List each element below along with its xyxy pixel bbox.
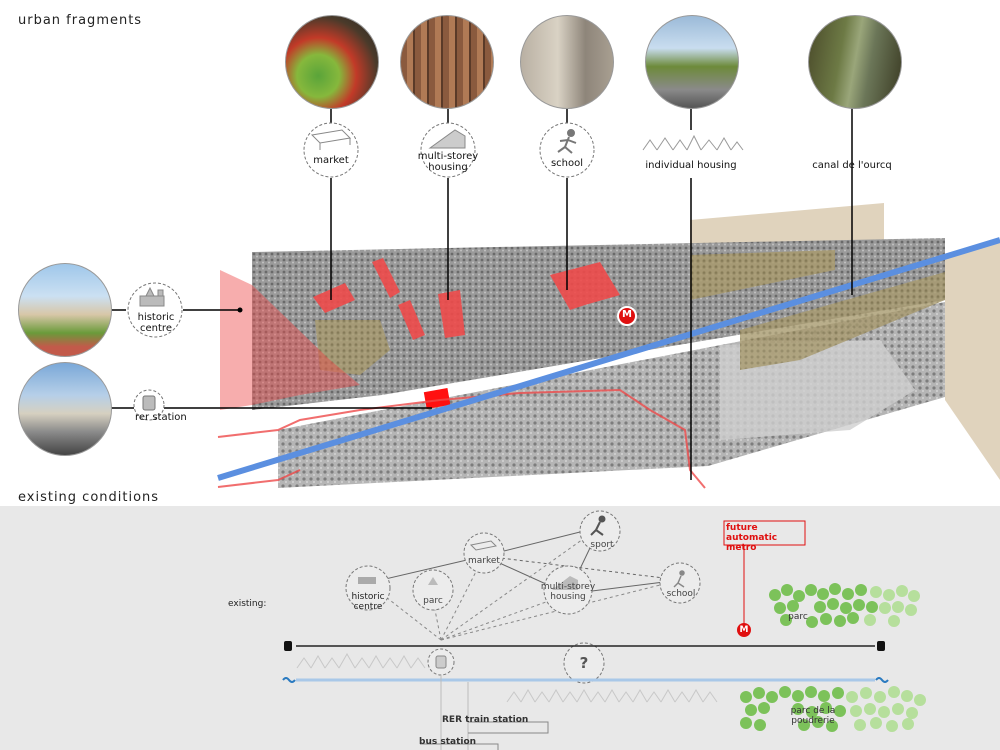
- future-metro-label: future automatic metro: [726, 523, 778, 553]
- fragment-label-market: market: [313, 155, 349, 166]
- parc-poudrerie-label: parc de la poudrerie: [790, 706, 836, 726]
- fragment-label-school: school: [550, 158, 584, 169]
- market-stall-icon: [310, 129, 352, 150]
- node-sport-icon: [590, 515, 606, 536]
- metro-marker-schematic: [737, 623, 751, 637]
- individual-housing-photo: [645, 15, 739, 109]
- existing-label: existing:: [228, 599, 267, 609]
- node-school: [659, 562, 701, 604]
- node-church-icon: [358, 577, 376, 584]
- market-photo: [285, 15, 379, 109]
- study-boundary: [217, 388, 706, 489]
- market-building: [313, 283, 355, 313]
- rail-train-icon-left: [284, 641, 292, 651]
- school-runner-icon: [557, 129, 577, 154]
- canal-photo: [808, 15, 902, 109]
- node-label-school: school: [666, 589, 696, 599]
- canal-line: [217, 237, 1000, 481]
- historic-centre-zone: [220, 270, 360, 410]
- node-label-historic-centre: historic centre: [351, 592, 385, 612]
- metro-marker-schematic-label: M: [739, 625, 749, 635]
- housing-block-icon: [428, 129, 466, 149]
- multi-storey-housing-photo: [400, 15, 494, 109]
- node-housing-icon: [552, 576, 578, 590]
- node-unknown: [563, 642, 605, 684]
- church-icon: [139, 286, 165, 307]
- node-sport: [579, 510, 621, 552]
- fragment-label-historic-centre: historic centre: [137, 312, 175, 334]
- beige-plane-right: [945, 240, 1000, 480]
- market-icon-circle: [303, 122, 359, 178]
- fragment-label-individual-housing: individual housing: [645, 160, 737, 171]
- rer-station-block: [423, 388, 451, 409]
- historic-centre-photo: [18, 263, 112, 357]
- school-photo: [520, 15, 614, 109]
- train-icon: [142, 395, 156, 411]
- green-area-canal: [740, 272, 945, 370]
- section-title-urban-fragments: urban fragments: [18, 13, 143, 28]
- node-tree-icon: [428, 577, 438, 585]
- schematic-houses: [296, 652, 718, 703]
- rer-station-photo: [18, 362, 112, 456]
- node-label-parc: parc: [423, 596, 443, 606]
- fragment-label-rer-station: rer station: [135, 412, 187, 423]
- water-icon-right: [875, 677, 889, 683]
- rer-train-station-box: [468, 721, 549, 734]
- bus-station-box: [420, 743, 499, 750]
- fragment-label-multi-storey-housing: multi-storey housing: [417, 151, 479, 173]
- future-metro-box: [723, 520, 806, 546]
- housing-block-2: [398, 300, 425, 340]
- green-area-top: [690, 250, 835, 300]
- node-train-icon: [435, 655, 447, 669]
- node-stall-icon: [469, 540, 498, 551]
- node-label-sport: sport: [590, 540, 614, 550]
- metro-marker-map: [617, 306, 637, 326]
- node-market: [463, 532, 505, 574]
- node-label-unknown: ?: [579, 654, 589, 672]
- parc-label: parc: [788, 612, 808, 622]
- bus-station-label: bus station: [419, 737, 477, 747]
- node-school-icon: [673, 570, 685, 588]
- green-area-park: [315, 320, 390, 375]
- rail-train-icon-right: [877, 641, 885, 651]
- section-title-existing-conditions: existing conditions: [18, 490, 160, 505]
- water-icon-left: [282, 677, 296, 683]
- fragment-label-canal: canal de l'ourcq: [812, 160, 892, 171]
- node-label-multi-storey-housing: multi-storey housing: [540, 582, 596, 602]
- parc-trees-bottom: [740, 686, 926, 732]
- node-historic-centre: [345, 565, 391, 611]
- parc-trees-top: [769, 583, 920, 628]
- node-parc: [412, 569, 454, 611]
- individual-houses-icon: [642, 134, 744, 151]
- metro-marker-map-label: M: [622, 309, 632, 320]
- housing-block-1: [372, 258, 400, 298]
- rer-train-station-label: RER train station: [442, 715, 529, 725]
- housing-block-3: [438, 290, 465, 338]
- node-label-market: market: [468, 556, 500, 566]
